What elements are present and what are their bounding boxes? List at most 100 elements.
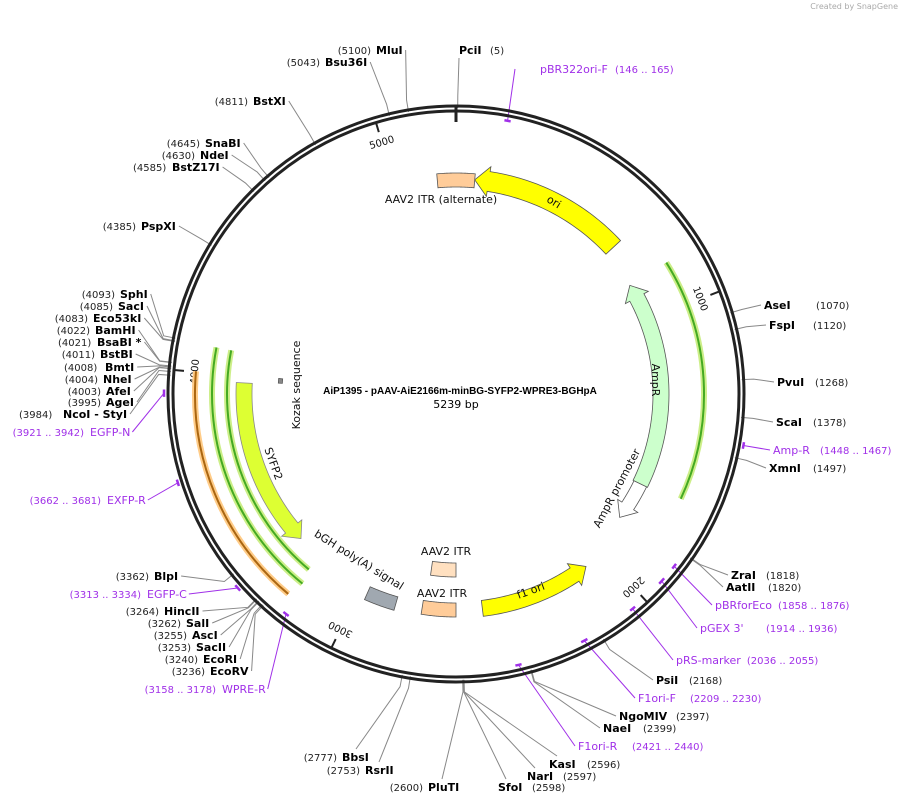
enzyme-leader-line [463, 679, 536, 769]
plasmid-length: 5239 bp [433, 398, 478, 411]
primer-egfp-n[interactable]: (3921 .. 3942)EGFP-N [13, 426, 131, 439]
enzyme-name: SalI [186, 617, 209, 630]
enzyme-leader-line [228, 601, 260, 648]
enzyme-site-rsrii[interactable]: (2753)RsrII [327, 764, 394, 777]
feature-label-bgh: bGH poly(A) signal [312, 527, 406, 592]
primer-name: WPRE-R [222, 683, 266, 696]
primer-f1ori-r[interactable]: (2421 .. 2440)F1ori-R [578, 740, 704, 753]
enzyme-site-pluti[interactable]: (2600)PluTI [390, 781, 460, 794]
primer-f1ori-f[interactable]: (2209 .. 2230)F1ori-F [638, 692, 762, 705]
tick-label: 5000 [368, 134, 396, 152]
enzyme-site-nhei[interactable]: (4004)NheI [65, 373, 132, 386]
enzyme-site-ncoi[interactable]: (3984)NcoI - StyI [19, 408, 127, 421]
enzyme-name: SacI [118, 300, 144, 313]
enzyme-site-xmni[interactable]: (1497)XmnI [769, 462, 846, 475]
orange-arc-left[interactable] [194, 371, 289, 595]
enzyme-site-ngomiv[interactable]: (2397)NgoMIV [619, 710, 709, 723]
enzyme-name: BstXI [253, 95, 286, 108]
primer-exfp-r[interactable]: (3662 .. 3681)EXFP-R [30, 494, 147, 507]
tick-mark [710, 290, 721, 296]
enzyme-name: PspXI [141, 220, 176, 233]
enzyme-position: (4085) [80, 302, 113, 313]
aav2-itr-feature-1[interactable] [430, 560, 457, 578]
enzyme-site-snabi[interactable]: (4645)SnaBI [167, 137, 241, 150]
primer-name: F1ori-R [578, 740, 618, 753]
enzyme-site-kasi[interactable]: (2596)KasI [549, 758, 620, 771]
enzyme-site-bstxi[interactable]: (4811)BstXI [215, 95, 286, 108]
enzyme-position: (2777) [304, 753, 337, 764]
enzyme-site-bstz17i[interactable]: (4585)BstZ17I [133, 161, 220, 174]
primer-range: (1448 .. 1467) [820, 446, 892, 457]
enzyme-site-saci[interactable]: (4085) SacI [80, 300, 144, 313]
enzyme-name: ZraI [731, 569, 756, 582]
kozak-feature[interactable] [277, 378, 284, 384]
primer-pbr322ori-f[interactable]: (146 .. 165)pBR322ori-F [540, 63, 674, 76]
primer-name: pRS-marker [676, 654, 741, 667]
enzyme-site-mlui[interactable]: (5100)MluI [338, 44, 403, 57]
enzyme-leader-line [136, 370, 171, 403]
enzyme-site-bsu36i[interactable]: (5043)Bsu36I [287, 56, 367, 69]
enzyme-site-pspxi[interactable]: (4385)PspXI [103, 220, 176, 233]
enzyme-site-psii[interactable]: (2168)PsiI [656, 674, 722, 687]
enzyme-name: NheI [103, 373, 132, 386]
enzyme-site-bmti[interactable]: (4008)BmtI [64, 361, 134, 374]
enzyme-site-scai[interactable]: (1378)ScaI [776, 416, 846, 429]
tick-mark [375, 122, 380, 133]
enzyme-site-sacii[interactable]: (3253)SacII [158, 641, 226, 654]
ampr-promoter-feature[interactable] [617, 480, 648, 518]
enzyme-name: HincII [164, 605, 200, 618]
primer-pgex-3-[interactable]: (1914 .. 1936)pGEX 3' [700, 622, 838, 635]
enzyme-site-ecorv[interactable]: (3236)EcoRV [172, 665, 249, 678]
enzyme-site-hincii[interactable]: (3264) HincII [126, 605, 200, 618]
enzyme-site-pcii[interactable]: (5)PciI [459, 44, 504, 57]
green-arc-right[interactable] [665, 262, 705, 500]
enzyme-site-sali[interactable]: (3262)SalI [148, 617, 209, 630]
enzyme-site-sfoi[interactable]: (2598)SfoI [498, 781, 565, 794]
enzyme-name: NdeI [200, 149, 229, 162]
enzyme-site-fspi[interactable]: (1120)FspI [769, 319, 846, 332]
green-arc-left-inner[interactable] [226, 350, 310, 571]
enzyme-site-bstbi[interactable]: (4011)BstBI [62, 348, 133, 361]
primer-wpre-r[interactable]: (3158 .. 3178)WPRE-R [145, 683, 266, 696]
ampr-feature[interactable] [624, 284, 670, 488]
green-arc-left-outer[interactable] [211, 347, 304, 585]
enzyme-leader-line [405, 49, 410, 113]
enzyme-site-bsabi[interactable]: (4021)BsaBI * [58, 336, 142, 349]
enzyme-site-asci[interactable]: (3255)AscI [154, 629, 218, 642]
enzyme-site-bamhi[interactable]: (4022)BamHI [57, 324, 136, 337]
enzyme-site-zrai[interactable]: (1818) ZraI [731, 569, 799, 582]
enzyme-site-aatii[interactable]: (1820)AatII [726, 581, 801, 594]
enzyme-position: (1070) [816, 301, 849, 312]
syfp2-feature[interactable] [235, 382, 303, 540]
enzyme-site-pvui[interactable]: (1268)PvuI [777, 376, 848, 389]
enzyme-site-agei[interactable]: (3995)AgeI [68, 396, 134, 409]
aav2-itr-feature-2[interactable] [420, 599, 457, 618]
enzyme-leader-line [243, 142, 270, 178]
enzyme-position: (1818) [766, 571, 799, 582]
ori-feature[interactable] [474, 165, 622, 255]
f1-ori-feature[interactable] [480, 563, 587, 617]
primer-egfp-c[interactable]: (3313 .. 3334)EGFP-C [70, 588, 188, 601]
aav2-itr-alternate-feature[interactable] [436, 172, 476, 189]
primer-range: (3662 .. 3681) [30, 496, 102, 507]
enzyme-site-sphi[interactable]: (4093)SphI [82, 288, 148, 301]
enzyme-site-ndei[interactable]: (4630)NdeI [162, 149, 229, 162]
enzyme-name: RsrII [365, 764, 394, 777]
enzyme-site-blpi[interactable]: (3362)BlpI [116, 570, 178, 583]
enzyme-leader-line [129, 373, 171, 415]
enzyme-site-naei[interactable]: (2399)NaeI [603, 722, 676, 735]
enzyme-site-afei[interactable]: (4003)AfeI [68, 385, 131, 398]
snapgene-watermark: Created by SnapGene [810, 2, 898, 11]
primer-prs-marker[interactable]: (2036 .. 2055)pRS-marker [676, 654, 818, 667]
primer-pbrforeco[interactable]: (1858 .. 1876)pBRforEco [715, 599, 850, 612]
bgh-polya-feature[interactable] [363, 586, 399, 611]
enzyme-name: SnaBI [205, 137, 241, 150]
enzyme-site-ecori[interactable]: (3240)EcoRI [165, 653, 237, 666]
enzyme-position: (3362) [116, 572, 149, 583]
enzyme-site-nari[interactable]: (2597)NarI [527, 770, 596, 783]
primer-amp-r[interactable]: (1448 .. 1467)Amp-R [773, 444, 892, 457]
enzyme-position: (3264) [126, 607, 159, 618]
enzyme-site-bbsi[interactable]: (2777)BbsI [304, 751, 369, 764]
enzyme-site-eco53ki[interactable]: (4083)Eco53kI [55, 312, 142, 325]
enzyme-site-asei[interactable]: (1070)AseI [764, 299, 849, 312]
